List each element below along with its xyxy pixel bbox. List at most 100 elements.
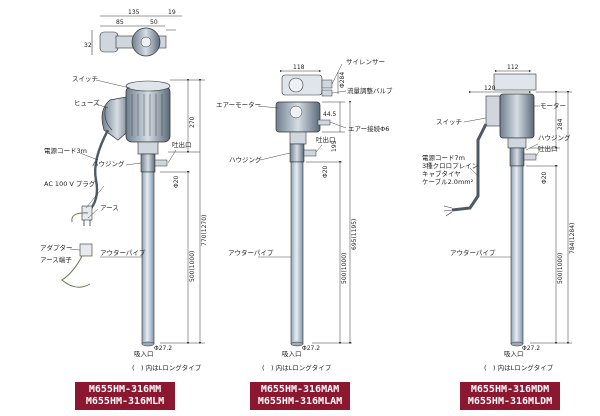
pump-3-dimension-lines (526, 90, 572, 345)
label-outer-pipe-2: アウターパイプ (228, 248, 274, 257)
label-cord-3-line1: 電源コード7m (422, 153, 465, 162)
pump-3-model-1: M655HM-316MDM (470, 384, 550, 395)
label-housing-3: ハウジング (538, 133, 571, 142)
pump-3-outer-pipe (510, 165, 524, 345)
label-outer-pipe-3: アウターパイプ (450, 248, 496, 257)
dim-32: 32 (84, 42, 92, 49)
label-switch-3: スイッチ (436, 118, 462, 126)
label-earth: アース (100, 204, 119, 212)
dim-50: 50 (150, 19, 158, 26)
dim-118: 118 (293, 64, 305, 71)
dim-695: 695(1195) (351, 219, 358, 250)
dim-784: 784(1284) (569, 223, 576, 254)
label-inlet-2: 吸入口 (282, 350, 302, 358)
pump-3-model-badge: M655HM-316MDM M655HM-316MLDM (460, 382, 560, 410)
pump-2-outer-pipe (290, 161, 304, 345)
label-phi27: Φ27.2 (154, 345, 172, 352)
label-cord-3-line2: 3種クロロプレイン (422, 162, 478, 170)
label-housing-2: ハウジング (229, 155, 262, 164)
label-cord-3-line3: キャブタイヤ (422, 169, 461, 178)
dim-284: Φ284 (339, 72, 346, 88)
label-fuse: ヒューズ (74, 98, 100, 107)
pump-2: 118 Φ284 44.5 195 695(1195) 500(1000) (216, 58, 393, 372)
label-outer-pipe: アウターパイプ (100, 248, 146, 257)
handle-top (99, 31, 119, 53)
label-phi20-2: Φ20 (322, 165, 329, 178)
dim-195: 195 (331, 140, 338, 152)
pump-2-model-2: M655HM-316MLAM (257, 396, 343, 407)
pump-1-side-view (61, 80, 171, 347)
pump-2-model-1: M655HM-316MAM (260, 384, 340, 395)
flow-valve-icon (321, 89, 333, 97)
pump-1-outer-pipe (141, 171, 155, 345)
pump-2-outlet (303, 149, 317, 157)
earth-wire (61, 255, 91, 288)
pump-1-top-view: 135 19 85 50 32 (84, 9, 182, 57)
label-plug: AC 100 V プラグ (44, 179, 96, 188)
dim-500-c: 500(1000) (557, 253, 564, 284)
label-phi27-3: Φ27.2 (522, 345, 540, 352)
label-flow-valve: 流量調整バルブ (347, 86, 393, 95)
pump-3-motor (499, 93, 535, 139)
label-silencer: サイレンサー (346, 58, 385, 66)
silencer-icon (321, 79, 333, 89)
label-cord: 電源コード3m (44, 146, 87, 155)
dim-284-b: 284 (557, 118, 564, 130)
pump-3-model-2: M655HM-316MLDM (467, 396, 553, 407)
pump-2-dimension-lines (306, 100, 352, 345)
pump-1-power-cord (87, 129, 110, 213)
pump-1-motor (125, 85, 171, 143)
pump-3-cable (451, 123, 488, 212)
label-inlet: 吸入口 (134, 350, 154, 358)
label-motor: モーター (540, 101, 566, 110)
pump-3-housing (509, 147, 525, 167)
pump-1-housing (140, 153, 156, 173)
pump-3-top-view (493, 73, 537, 91)
dim-135: 135 (128, 9, 140, 16)
pump-1-outlet (154, 159, 168, 167)
label-inlet-3: 吸入口 (504, 350, 524, 358)
dim-270: 270 (189, 116, 196, 128)
motor-top-center (140, 36, 152, 48)
dim-500-b: 500(1000) (341, 253, 348, 284)
label-housing: ハウジング (92, 159, 125, 168)
dim-112: 112 (507, 64, 519, 71)
pump-2-note: ( ) 内はLロングタイプ (262, 363, 332, 372)
pump-1-coupling (137, 141, 159, 155)
label-switch: スイッチ (72, 75, 98, 83)
pump-1-model-2: M655HM-316MLM (85, 396, 165, 407)
label-phi27-2: Φ27.2 (302, 345, 320, 352)
label-adapter: アダプター (40, 243, 73, 252)
adapter-icon (79, 243, 93, 257)
pump-1-dimension-lines (160, 78, 205, 345)
label-phi20: Φ20 (173, 175, 180, 188)
pump-1-model-badge: M655HM-316MM M655HM-316MLM (75, 382, 175, 410)
label-outlet-3: 吐出口 (538, 144, 558, 153)
pump-2-leaders (257, 63, 347, 258)
pump-3: 112 120 284 784(1284) 500(1000) (422, 64, 576, 372)
pump-1-note: ( ) 内はLロングタイプ (132, 363, 202, 372)
pump-1-leaders (69, 79, 177, 258)
label-cord-3-line4: ケーブル2.0mm² (422, 177, 474, 186)
label-outlet: 吐出口 (172, 140, 192, 149)
pump-3-note: ( ) 内はLロングタイプ (484, 363, 554, 372)
pump-3-outlet (523, 153, 537, 161)
label-earth-terminal: アース端子 (40, 255, 72, 264)
label-air-motor: エアーモーター (216, 100, 261, 109)
pump-1: 135 19 85 50 32 (40, 9, 208, 372)
pump-3-leaders (463, 105, 541, 258)
label-outlet-2: 吐出口 (316, 135, 336, 144)
dim-19: 19 (168, 9, 176, 16)
pump-2-housing (289, 143, 305, 163)
air-joint-icon (317, 119, 331, 126)
pump-2-model-badge: M655HM-316MAM M655HM-316MLAM (250, 382, 350, 410)
dim-770: 770(1270) (201, 215, 208, 246)
label-phi20-3: Φ20 (541, 171, 548, 184)
dim-44-5: 44.5 (323, 111, 337, 118)
pump-3-switch-box (485, 95, 501, 127)
pump-1-model-1: M655HM-316MM (88, 384, 162, 395)
dim-500: 500(1000) (189, 251, 196, 282)
dim-85: 85 (116, 19, 124, 26)
